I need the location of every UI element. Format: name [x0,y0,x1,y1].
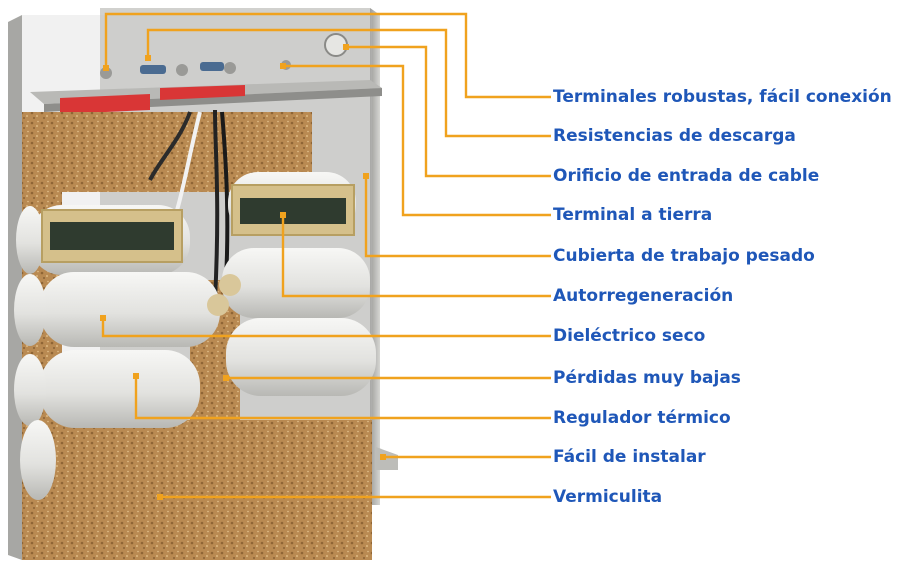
leader-line [134,376,551,420]
leader-line [283,64,551,217]
capacitors [14,172,376,500]
leader-endpoint [280,212,286,218]
leader-endpoints [100,44,386,500]
leader-endpoint [363,173,369,179]
leader-endpoint [157,494,163,500]
capacitor-cylinder [226,318,376,396]
label-perdidas: Pérdidas muy bajas [553,368,741,388]
capacitor-cylinder [40,350,200,428]
leader-line [104,12,551,99]
capacitor-end-cap [207,294,229,316]
label-terminales: Terminales robustas, fácil conexión [553,87,892,107]
resistor-icon [140,65,166,74]
leader-endpoint [100,315,106,321]
label-orificio: Orificio de entrada de cable [553,166,820,186]
capacitor-cylinder [222,248,370,318]
leader-endpoint [133,373,139,379]
capacitor-end-cap [219,274,241,296]
label-terminal-tierra: Terminal a tierra [553,205,713,225]
label-autorregeneracion: Autorregeneración [553,286,734,306]
leader-line [101,318,551,338]
terminal-screw-icon [176,64,188,76]
terminal-screw-icon [224,62,236,74]
label-vermiculita: Vermiculita [553,487,663,507]
leader-line [281,215,551,298]
label-regulador: Regulador térmico [553,408,731,428]
leader-endpoint [343,44,349,50]
label-resistencias: Resistencias de descarga [553,126,796,146]
resistor-icon [200,62,224,71]
terminal-plate [30,33,382,114]
leader-line [146,28,551,138]
leader-endpoint [103,65,109,71]
leader-line [346,45,551,178]
capacitor-cylinder [40,272,220,347]
leader-endpoint [145,55,151,61]
label-cubierta: Cubierta de trabajo pesado [553,246,815,266]
label-dielectrico: Dieléctrico seco [553,326,706,346]
leader-lines [101,12,551,499]
leader-endpoint [380,454,386,460]
label-facil-instalar: Fácil de instalar [553,447,706,467]
leader-endpoint [280,63,286,69]
wires [148,109,230,301]
leader-endpoint [223,375,229,381]
leader-line [364,176,551,258]
